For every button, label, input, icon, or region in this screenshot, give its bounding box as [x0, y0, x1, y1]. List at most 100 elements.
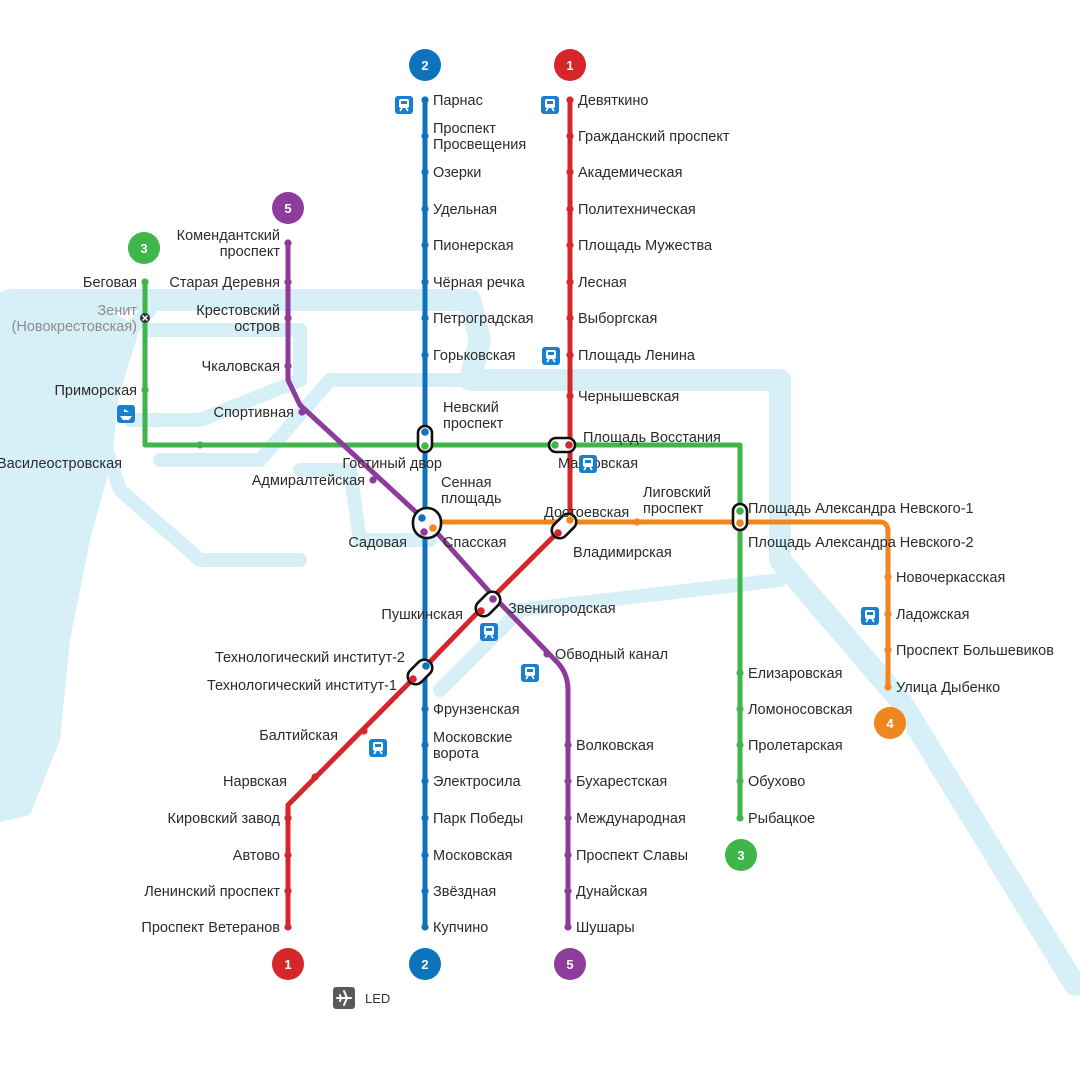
station-dot[interactable] — [284, 278, 292, 286]
station-label[interactable]: Академическая — [578, 165, 682, 181]
station-label[interactable]: Гостиный двор — [342, 456, 442, 472]
station-dot[interactable] — [421, 777, 429, 785]
station-label[interactable]: Лесная — [578, 275, 627, 291]
station-label[interactable]: Новочеркасская — [896, 570, 1005, 586]
station-dot[interactable] — [421, 205, 429, 213]
line-badge-4[interactable] — [874, 707, 906, 739]
station-label[interactable]: Бухарестская — [576, 774, 667, 790]
station-label[interactable]: Площадь Ленина — [578, 348, 696, 364]
station-dot[interactable] — [284, 887, 292, 895]
station-dot[interactable] — [564, 851, 572, 859]
station-label[interactable]: Обухово — [748, 774, 805, 790]
station-dot[interactable] — [284, 314, 292, 322]
station-label[interactable]: Технологический институт-1 — [207, 678, 397, 694]
station-label[interactable]: Балтийская — [259, 728, 338, 744]
station-dot[interactable] — [564, 923, 572, 931]
station-label[interactable]: Площадь Александра Невского-2 — [748, 535, 974, 551]
station-label[interactable]: Звенигородская — [508, 601, 616, 617]
station-dot[interactable] — [196, 441, 204, 449]
station-label[interactable]: Девяткино — [578, 93, 648, 109]
station-label[interactable]: Проспект Большевиков — [896, 643, 1054, 659]
station-dot[interactable] — [884, 573, 892, 581]
station-label[interactable]: Удельная — [433, 202, 497, 218]
station-label[interactable]: Ладожская — [896, 607, 969, 623]
station-dot[interactable] — [360, 727, 368, 735]
station-label[interactable]: Электросила — [433, 774, 522, 790]
station-dot[interactable] — [566, 278, 574, 286]
station-dot[interactable] — [421, 351, 429, 359]
station-dot[interactable] — [566, 351, 574, 359]
station-label[interactable]: Фрунзенская — [433, 702, 520, 718]
station-label[interactable]: Маяковская — [558, 456, 638, 472]
station-label[interactable]: Пионерская — [433, 238, 514, 254]
station-dot[interactable] — [566, 205, 574, 213]
station-dot[interactable] — [633, 518, 641, 526]
station-label[interactable]: Площадь Александра Невского-1 — [748, 501, 974, 517]
station-dot[interactable] — [566, 314, 574, 322]
station-label[interactable]: Пролетарская — [748, 738, 843, 754]
station-label[interactable]: Выборгская — [578, 311, 657, 327]
station-dot[interactable] — [284, 362, 292, 370]
station-label[interactable]: Зенит(Новокрестовская) — [12, 303, 138, 335]
station-label[interactable]: Адмиралтейская — [252, 473, 365, 489]
line-badge-5[interactable] — [272, 192, 304, 224]
line-badge-3[interactable] — [128, 232, 160, 264]
line-badge-1[interactable] — [272, 948, 304, 980]
station-label[interactable]: Чёрная речка — [433, 275, 526, 291]
station-label[interactable]: Проспект Ветеранов — [141, 920, 280, 936]
station-label[interactable]: Парк Победы — [433, 811, 523, 827]
station-dot[interactable] — [566, 168, 574, 176]
station-dot[interactable] — [421, 923, 429, 931]
station-label[interactable]: Обводный канал — [555, 647, 668, 663]
station-label[interactable]: Владимирская — [573, 545, 672, 561]
station-label[interactable]: Площадь Восстания — [583, 430, 721, 446]
station-dot[interactable] — [284, 923, 292, 931]
station-dot[interactable] — [421, 278, 429, 286]
station-dot[interactable] — [884, 610, 892, 618]
station-dot[interactable] — [543, 650, 551, 658]
station-dot[interactable] — [564, 887, 572, 895]
station-dot[interactable] — [421, 132, 429, 140]
station-label[interactable]: Проспект Славы — [576, 848, 688, 864]
station-dot[interactable] — [284, 851, 292, 859]
station-dot[interactable] — [421, 705, 429, 713]
station-dot[interactable] — [566, 96, 574, 104]
station-dot[interactable] — [421, 887, 429, 895]
station-dot[interactable] — [564, 814, 572, 822]
station-dot[interactable] — [421, 851, 429, 859]
station-label[interactable]: Московская — [433, 848, 513, 864]
station-dot[interactable] — [884, 646, 892, 654]
station-dot[interactable] — [141, 278, 149, 286]
station-label[interactable]: Озерки — [433, 165, 481, 181]
station-label[interactable]: Шушары — [576, 920, 635, 936]
station-dot[interactable] — [736, 777, 744, 785]
station-dot[interactable] — [566, 392, 574, 400]
station-label[interactable]: Купчино — [433, 920, 488, 936]
station-label[interactable]: Технологический институт-2 — [215, 650, 405, 666]
station-dot[interactable] — [311, 773, 319, 781]
station-label[interactable]: Площадь Мужества — [578, 238, 713, 254]
station-label[interactable]: Дунайская — [576, 884, 647, 900]
station-label[interactable]: Приморская — [54, 383, 137, 399]
station-dot[interactable] — [564, 741, 572, 749]
line-badge-1[interactable] — [554, 49, 586, 81]
station-label[interactable]: Звёздная — [433, 884, 496, 900]
station-label[interactable]: Чкаловская — [202, 359, 280, 375]
station-label[interactable]: Горьковская — [433, 348, 516, 364]
station-dot[interactable] — [884, 683, 892, 691]
station-dot[interactable] — [736, 669, 744, 677]
station-dot[interactable] — [566, 132, 574, 140]
station-dot[interactable] — [421, 96, 429, 104]
station-label[interactable]: Международная — [576, 811, 686, 827]
station-dot[interactable] — [564, 777, 572, 785]
station-label[interactable]: Рыбацкое — [748, 811, 815, 827]
station-label[interactable]: Гражданский проспект — [578, 129, 730, 145]
station-dot[interactable] — [141, 386, 149, 394]
station-dot[interactable] — [421, 741, 429, 749]
station-label[interactable]: Нарвская — [223, 774, 287, 790]
station-label[interactable]: Василеостровская — [0, 456, 122, 472]
